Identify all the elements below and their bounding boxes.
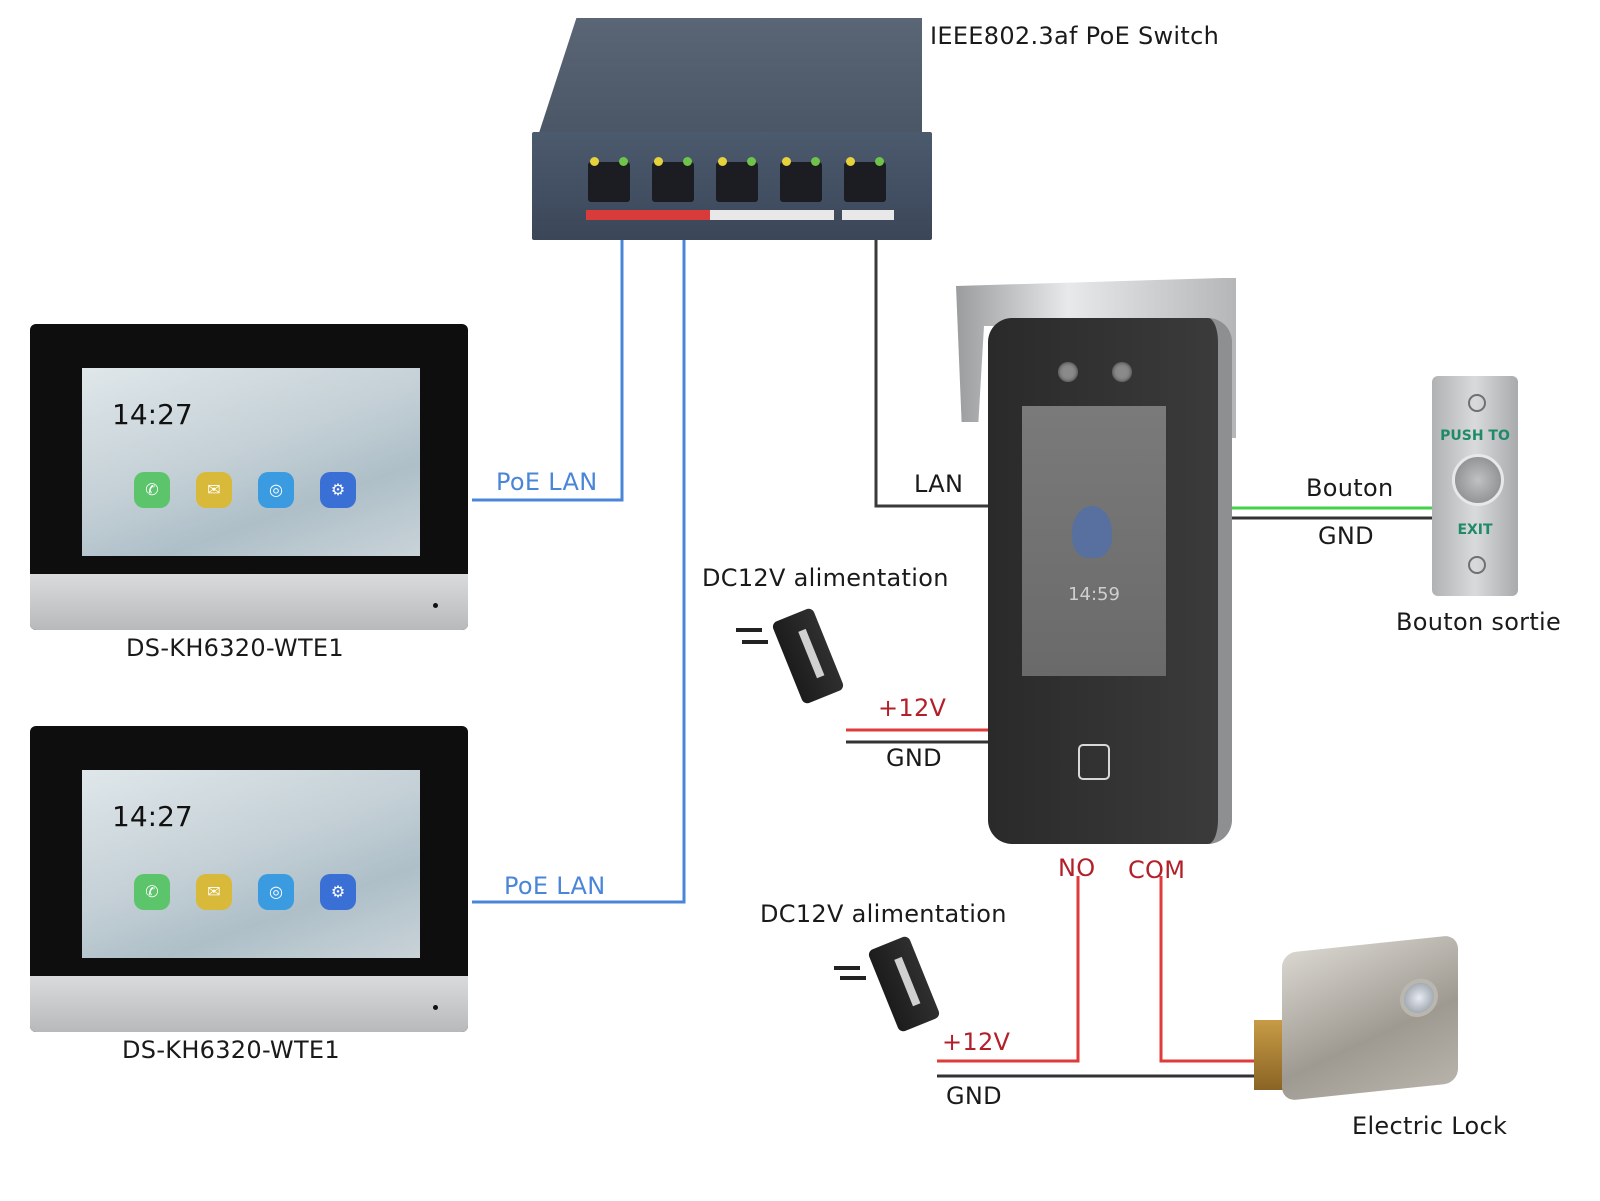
- lan-wire: [874, 236, 1000, 508]
- camera-icon: ◎: [258, 874, 294, 910]
- indoor-monitor-2: 14:27 ✆ ✉ ◎ ⚙: [30, 726, 468, 1032]
- monitor-1-model: DS-KH6320-WTE1: [126, 634, 344, 662]
- switch-port-2: [652, 157, 694, 202]
- plug-pin-icon: [834, 966, 860, 970]
- electric-lock-caption: Electric Lock: [1352, 1112, 1508, 1140]
- monitor-clock: 14:27: [112, 800, 193, 833]
- uplink-strip: [842, 210, 894, 220]
- exit-button-device: PUSH TO EXIT: [1432, 376, 1518, 596]
- screw-icon: [1468, 556, 1486, 574]
- camera-lens-icon: [1058, 362, 1078, 382]
- monitor-screen: 14:27 ✆ ✉ ◎ ⚙: [82, 368, 420, 556]
- psu-1-caption: DC12V alimentation: [702, 564, 949, 592]
- terminal-time: 14:59: [1068, 584, 1120, 605]
- monitor-bezel: [30, 976, 468, 1032]
- terminal-screen: 14:59: [1022, 406, 1166, 676]
- gear-icon: ⚙: [320, 874, 356, 910]
- poe-wire-1: [472, 236, 624, 502]
- relay-com-label: COM: [1128, 856, 1186, 884]
- gear-icon: ⚙: [320, 472, 356, 508]
- face-recognition-terminal: 14:59: [988, 318, 1232, 844]
- psu-2-gnd-label: GND: [946, 1082, 1002, 1110]
- switch-port-1: [588, 157, 630, 202]
- psu-1-plus-label: +12V: [878, 694, 947, 722]
- button-gnd-label: GND: [1318, 522, 1374, 550]
- exit-button-top-text: PUSH TO: [1440, 428, 1510, 444]
- com-wire: [1159, 876, 1260, 1063]
- relay-no-label: NO: [1058, 854, 1096, 882]
- camera-icon: ◎: [258, 472, 294, 508]
- exit-button-caption: Bouton sortie: [1396, 608, 1562, 636]
- envelope-icon: ✉: [196, 472, 232, 508]
- push-knob-icon: [1452, 454, 1504, 506]
- switch-port-5: [844, 157, 886, 202]
- poe-strip-active: [586, 210, 710, 220]
- electric-lock: [1282, 934, 1458, 1102]
- poe-lan-label-1: PoE LAN: [496, 468, 598, 496]
- plug-pin-icon: [840, 976, 866, 980]
- phone-icon: ✆: [134, 874, 170, 910]
- monitor-clock: 14:27: [112, 398, 193, 431]
- switch-port-3: [716, 157, 758, 202]
- indoor-monitor-1: 14:27 ✆ ✉ ◎ ⚙: [30, 324, 468, 630]
- envelope-icon: ✉: [196, 874, 232, 910]
- lock-button-icon: [1400, 976, 1438, 1019]
- switch-top: [538, 18, 922, 136]
- plug-pin-icon: [742, 640, 768, 644]
- screw-icon: [1468, 394, 1486, 412]
- plug-pin-icon: [736, 628, 762, 632]
- phone-icon: ✆: [134, 472, 170, 508]
- no-wire: [937, 876, 1080, 1063]
- bouton-label: Bouton: [1306, 474, 1394, 502]
- monitor-screen: 14:27 ✆ ✉ ◎ ⚙: [82, 770, 420, 958]
- face-silhouette-icon: [1072, 506, 1112, 558]
- exit-button-bottom-text: EXIT: [1457, 522, 1493, 538]
- psu-2-plus-label: +12V: [942, 1028, 1011, 1056]
- camera-lens-icon: [1112, 362, 1132, 382]
- monitor-bezel: [30, 574, 468, 630]
- switch-port-4: [780, 157, 822, 202]
- poe-switch: [532, 132, 932, 240]
- switch-label: IEEE802.3af PoE Switch: [930, 22, 1220, 50]
- card-reader-icon: [1078, 744, 1110, 780]
- poe-strip-inactive: [710, 210, 834, 220]
- poe-wire-2: [472, 236, 686, 904]
- monitor-2-model: DS-KH6320-WTE1: [122, 1036, 340, 1064]
- poe-lan-label-2: PoE LAN: [504, 872, 606, 900]
- psu-1-gnd-label: GND: [886, 744, 942, 772]
- psu-2-caption: DC12V alimentation: [760, 900, 1007, 928]
- lan-label: LAN: [914, 470, 964, 498]
